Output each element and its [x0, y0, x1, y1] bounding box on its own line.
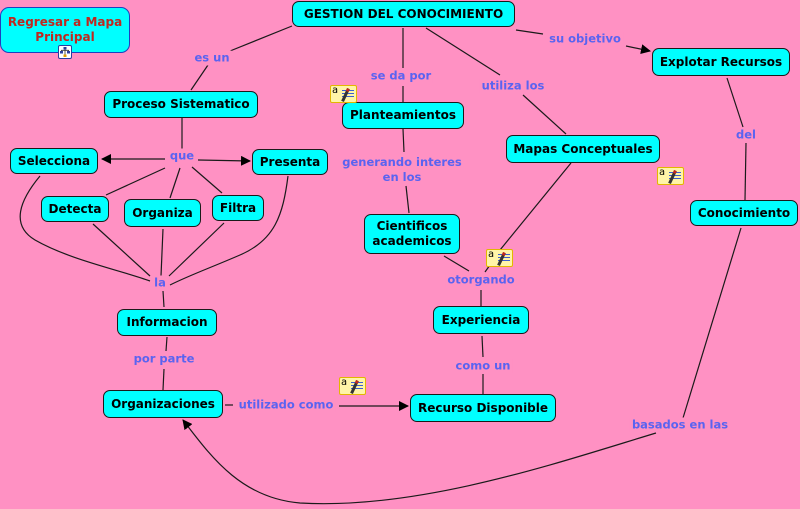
link-la[interactable]: la [152, 275, 168, 291]
edge-su-objetivo-explotar [625, 44, 651, 55]
concept-map-icon[interactable] [58, 45, 72, 59]
note-letter-glyph: a [488, 249, 495, 260]
annotation-note-icon[interactable]: a [339, 377, 366, 395]
note-letter-glyph: a [341, 377, 348, 388]
concept-label: Filtra [219, 200, 257, 215]
concept-informacion[interactable]: Informacion [117, 309, 217, 336]
link-su-objetivo[interactable]: su objetivo [547, 31, 623, 47]
edge-gestion-es-un [229, 25, 293, 52]
link-utilizado-como[interactable]: utilizado como [236, 397, 336, 413]
edge-que-presenta [197, 155, 251, 166]
concept-label: Detecta [48, 201, 102, 216]
concept-selecciona[interactable]: Selecciona [10, 148, 98, 174]
edge-generando-cientificos [405, 185, 410, 214]
concept-label: Organiza [132, 205, 193, 220]
concept-explotar-recursos[interactable]: Explotar Recursos [652, 48, 790, 76]
concept-organizaciones[interactable]: Organizaciones [103, 390, 223, 418]
edge-selecciona-la [19, 175, 151, 282]
concept-label: Mapas Conceptuales [513, 141, 653, 156]
concept-experiencia[interactable]: Experiencia [433, 306, 529, 334]
concept-presenta[interactable]: Presenta [252, 149, 328, 175]
back-to-main-map-label: Regresar a Mapa Principal [7, 15, 123, 44]
concept-label: GESTION DEL CONOCIMIENTO [303, 6, 504, 21]
edge-gestion-utiliza-los [425, 27, 501, 76]
edge-organiza-la [160, 228, 164, 277]
link-generando-interes[interactable]: generando interes en los [335, 155, 469, 185]
edge-detecta-la [92, 223, 151, 277]
edge-que-organiza [169, 167, 181, 199]
concept-mapas-conceptuales[interactable]: Mapas Conceptuales [506, 135, 660, 163]
edge-mapas-otorgando [499, 162, 572, 251]
concept-planteamientos[interactable]: Planteamientos [342, 102, 464, 129]
concept-label: Cientificos academicos [372, 219, 452, 248]
link-por-parte[interactable]: por parte [131, 351, 197, 367]
note-lines [498, 254, 510, 263]
edge-la-informacion [162, 290, 165, 308]
edge-informacion-por-parte [165, 336, 168, 352]
concept-label: Planteamientos [350, 108, 456, 122]
edge-basados-organizaciones [182, 419, 657, 505]
edge-experiencia-como-un [481, 335, 484, 358]
edge-presenta-la [169, 175, 289, 286]
concept-label: Organizaciones [111, 396, 215, 411]
link-se-da-por[interactable]: se da por [368, 68, 434, 84]
concept-label: Conocimiento [697, 205, 791, 220]
note-letter-glyph: a [332, 85, 339, 96]
concept-label: Presenta [259, 154, 321, 169]
link-basados-en-las[interactable]: basados en las [629, 417, 731, 433]
concept-conocimiento[interactable]: Conocimiento [690, 200, 798, 226]
link-que[interactable]: que [167, 148, 197, 164]
edge-utiliza-los-mapas [522, 94, 567, 135]
note-letter-glyph: a [659, 167, 666, 178]
concept-label: Informacion [126, 315, 208, 329]
edge-explotar-del [726, 77, 744, 128]
link-otorgando[interactable]: otorgando [445, 272, 517, 288]
annotation-note-icon[interactable]: a [330, 85, 357, 103]
concept-cientificos-academicos[interactable]: Cientificos academicos [364, 214, 460, 254]
concept-label: Recurso Disponible [417, 400, 549, 415]
edge-por-parte-organizaciones [162, 368, 165, 391]
concept-gestion-del-conocimiento[interactable]: GESTION DEL CONOCIMIENTO [292, 1, 515, 27]
edge-filtra-la [168, 222, 225, 277]
concept-filtra[interactable]: Filtra [212, 195, 264, 221]
concept-detecta[interactable]: Detecta [41, 196, 109, 222]
edge-gestion-su-objetivo [515, 29, 544, 35]
link-es-un[interactable]: es un [192, 50, 232, 66]
edge-conocimiento-basados [682, 227, 742, 419]
annotation-note-icon[interactable]: a [657, 167, 684, 185]
annotation-note-icon[interactable]: a [486, 249, 513, 267]
edge-que-filtra [191, 166, 223, 194]
note-lines [669, 172, 681, 181]
concept-label: Proceso Sistematico [112, 97, 250, 111]
edge-planteamientos-generando [402, 128, 405, 153]
edge-que-detecta [105, 167, 166, 196]
link-label: generando interes en los [342, 155, 462, 184]
concept-label: Experiencia [441, 312, 521, 327]
note-lines [342, 90, 354, 99]
concept-label: Selecciona [17, 153, 91, 168]
note-lines [351, 382, 363, 391]
concept-organiza[interactable]: Organiza [124, 199, 201, 227]
link-como-un[interactable]: como un [453, 358, 513, 374]
edge-es-un-proceso [190, 64, 209, 91]
link-del[interactable]: del [734, 127, 758, 143]
concept-recurso-disponible[interactable]: Recurso Disponible [410, 394, 556, 422]
edge-del-conocimiento [744, 142, 747, 201]
concept-proceso-sistematico[interactable]: Proceso Sistematico [104, 91, 258, 118]
link-utiliza-los[interactable]: utiliza los [479, 78, 547, 94]
concept-label: Explotar Recursos [659, 54, 783, 69]
edge-cientificos-otorgando [443, 255, 470, 272]
